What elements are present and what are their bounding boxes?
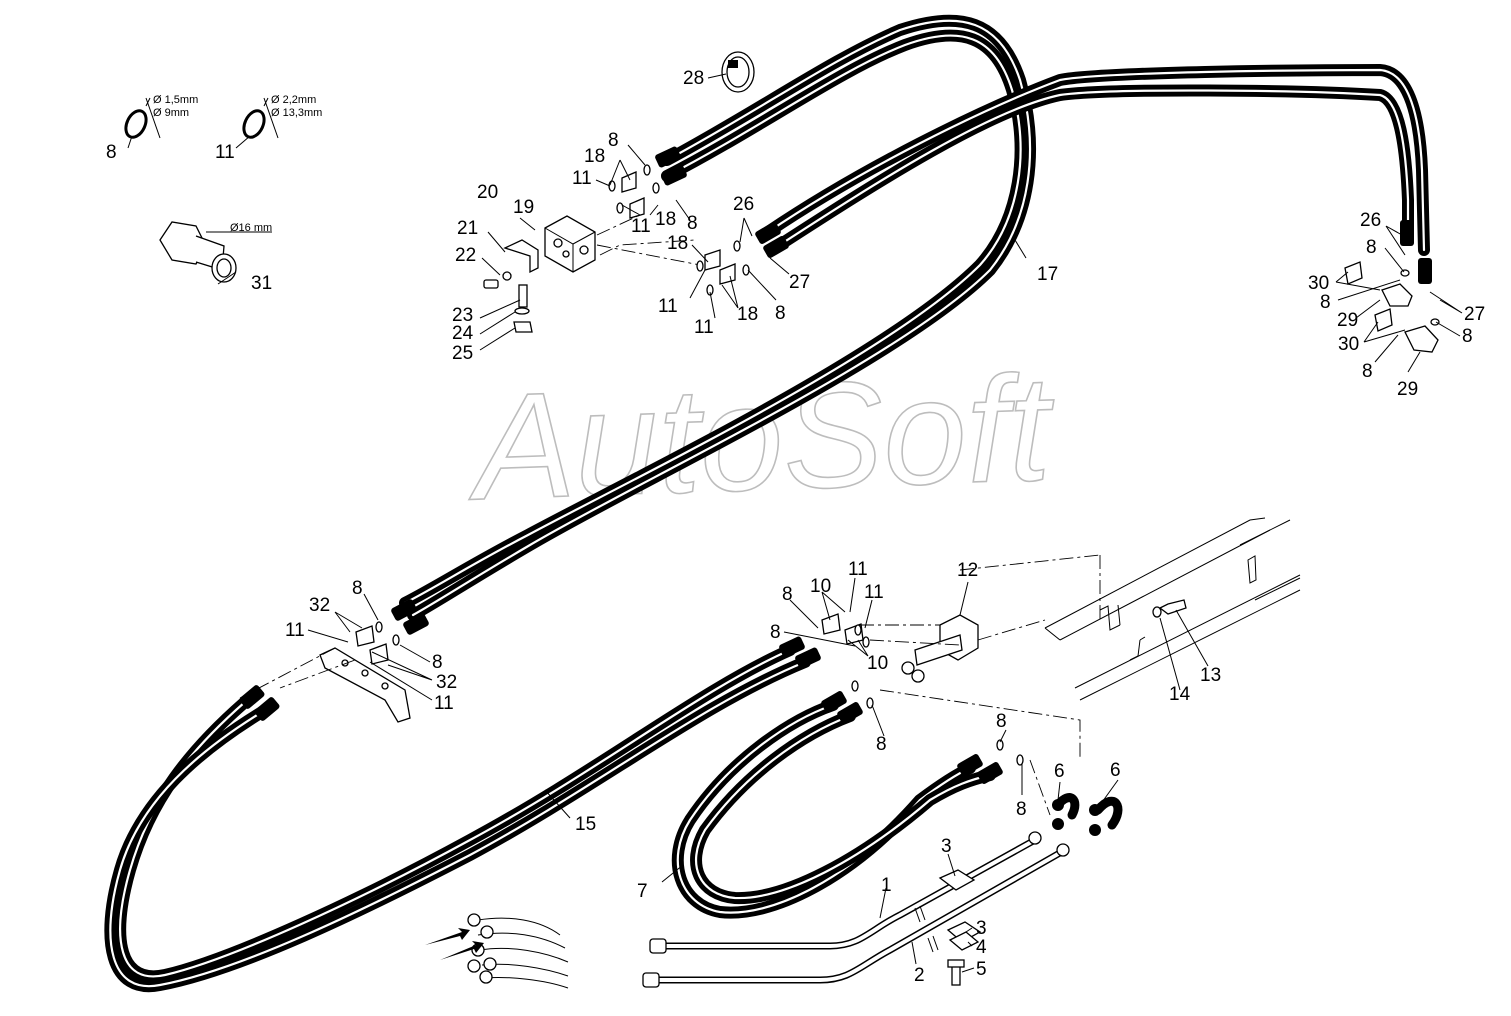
callout-27-b: 27 [1464, 304, 1485, 325]
callout-8-m: 8 [876, 734, 887, 755]
callout-7: 7 [637, 881, 648, 902]
callout-1: 1 [881, 875, 892, 896]
hose-7 [671, 699, 996, 919]
callout-19: 19 [513, 197, 534, 218]
callout-8-l: 8 [770, 622, 781, 643]
dim-8-inner: Ø 9mm [153, 107, 189, 119]
callout-11-d: 11 [694, 317, 714, 338]
hose-17 [399, 14, 1036, 621]
chassis-frame [959, 517, 1301, 701]
cylinder-12-assembly [821, 599, 1187, 816]
u-bend-fittings [1052, 793, 1123, 836]
callout-18-d: 18 [737, 304, 758, 325]
watermark-text: AutoSoft [464, 343, 1058, 531]
inset-port-detail [425, 913, 569, 989]
dim-11-cross-section: Ø 2,2mm [271, 94, 316, 106]
callout-31: 31 [251, 273, 272, 294]
callout-22: 22 [455, 245, 476, 266]
callout-8-h: 8 [106, 142, 117, 163]
callout-8-d: 8 [1366, 237, 1377, 258]
callout-15: 15 [575, 814, 596, 835]
callout-18-b: 18 [655, 209, 676, 230]
callout-11-b: 11 [631, 216, 651, 237]
hose-clip-28 [721, 51, 755, 93]
callout-8-e: 8 [1320, 292, 1331, 313]
upper-adapters [608, 164, 750, 296]
callout-26-b: 26 [1360, 210, 1381, 231]
callout-11-h: 11 [848, 559, 868, 580]
callout-8: 8 [608, 130, 619, 151]
callout-11-e: 11 [215, 142, 235, 163]
callout-12: 12 [957, 560, 978, 581]
callout-labels: 28 8 18 11 20 19 21 22 23 24 25 11 18 8 … [106, 68, 1485, 986]
dim-11-inner: Ø 13,3mm [271, 107, 322, 119]
callout-5: 5 [976, 959, 987, 980]
callout-23: 23 [452, 305, 473, 326]
callout-30-b: 30 [1338, 334, 1359, 355]
callout-28: 28 [683, 68, 704, 89]
callout-11: 11 [572, 168, 592, 189]
oring-11-detail: Ø 2,2mm Ø 13,3mm [242, 94, 322, 139]
callout-6: 6 [1054, 761, 1065, 782]
callout-32-b: 32 [436, 672, 457, 693]
callout-13: 13 [1200, 665, 1221, 686]
callout-8-c: 8 [775, 303, 786, 324]
dim-fitting-31: Ø16 mm [230, 222, 272, 234]
callout-8-i: 8 [352, 578, 363, 599]
callout-8-b: 8 [687, 213, 698, 234]
callout-11-g: 11 [434, 693, 454, 714]
callout-11-i: 11 [864, 582, 884, 603]
oring-8-detail: Ø 1,5mm Ø 9mm [124, 94, 198, 139]
callout-2: 2 [914, 965, 925, 986]
callout-8-o: 8 [1016, 799, 1027, 820]
callout-25: 25 [452, 343, 473, 364]
callout-14: 14 [1169, 684, 1191, 705]
leader-lines [127, 73, 1463, 973]
callout-18-c: 18 [667, 233, 688, 254]
callout-8-j: 8 [432, 652, 443, 673]
callout-21: 21 [457, 218, 478, 239]
callout-20: 20 [477, 182, 498, 203]
right-adapters [1344, 261, 1440, 353]
callout-11-c: 11 [658, 296, 678, 317]
callout-27: 27 [789, 272, 810, 293]
callout-6-b: 6 [1110, 760, 1121, 781]
callout-10: 10 [810, 576, 831, 597]
callout-30: 30 [1308, 273, 1329, 294]
callout-8-k: 8 [782, 584, 793, 605]
callout-18: 18 [584, 146, 605, 167]
callout-8-f: 8 [1362, 361, 1373, 382]
watermark: AutoSoft [463, 342, 1059, 532]
manifold-block-19 [483, 214, 701, 333]
callout-3: 3 [941, 836, 952, 857]
callout-24: 24 [452, 323, 474, 344]
hose-ferrules [239, 146, 1432, 784]
hose-26-27 [762, 64, 1430, 256]
callout-26: 26 [733, 194, 754, 215]
callout-4: 4 [976, 937, 987, 958]
callout-29-b: 29 [1397, 379, 1418, 400]
callout-8-n: 8 [996, 711, 1007, 732]
dim-8-cross-section: Ø 1,5mm [153, 94, 198, 106]
callout-11-f: 11 [285, 620, 305, 641]
rigid-pipes [642, 831, 1070, 988]
callout-29: 29 [1337, 310, 1358, 331]
callout-10-b: 10 [867, 653, 888, 674]
callout-32: 32 [309, 595, 330, 616]
hose-15 [104, 644, 811, 993]
callout-3-b: 3 [976, 918, 987, 939]
left-bracket-assembly [239, 621, 411, 723]
fitting-31-detail: Ø16 mm [159, 221, 272, 283]
callout-8-g: 8 [1462, 326, 1473, 347]
callout-17: 17 [1037, 264, 1058, 285]
